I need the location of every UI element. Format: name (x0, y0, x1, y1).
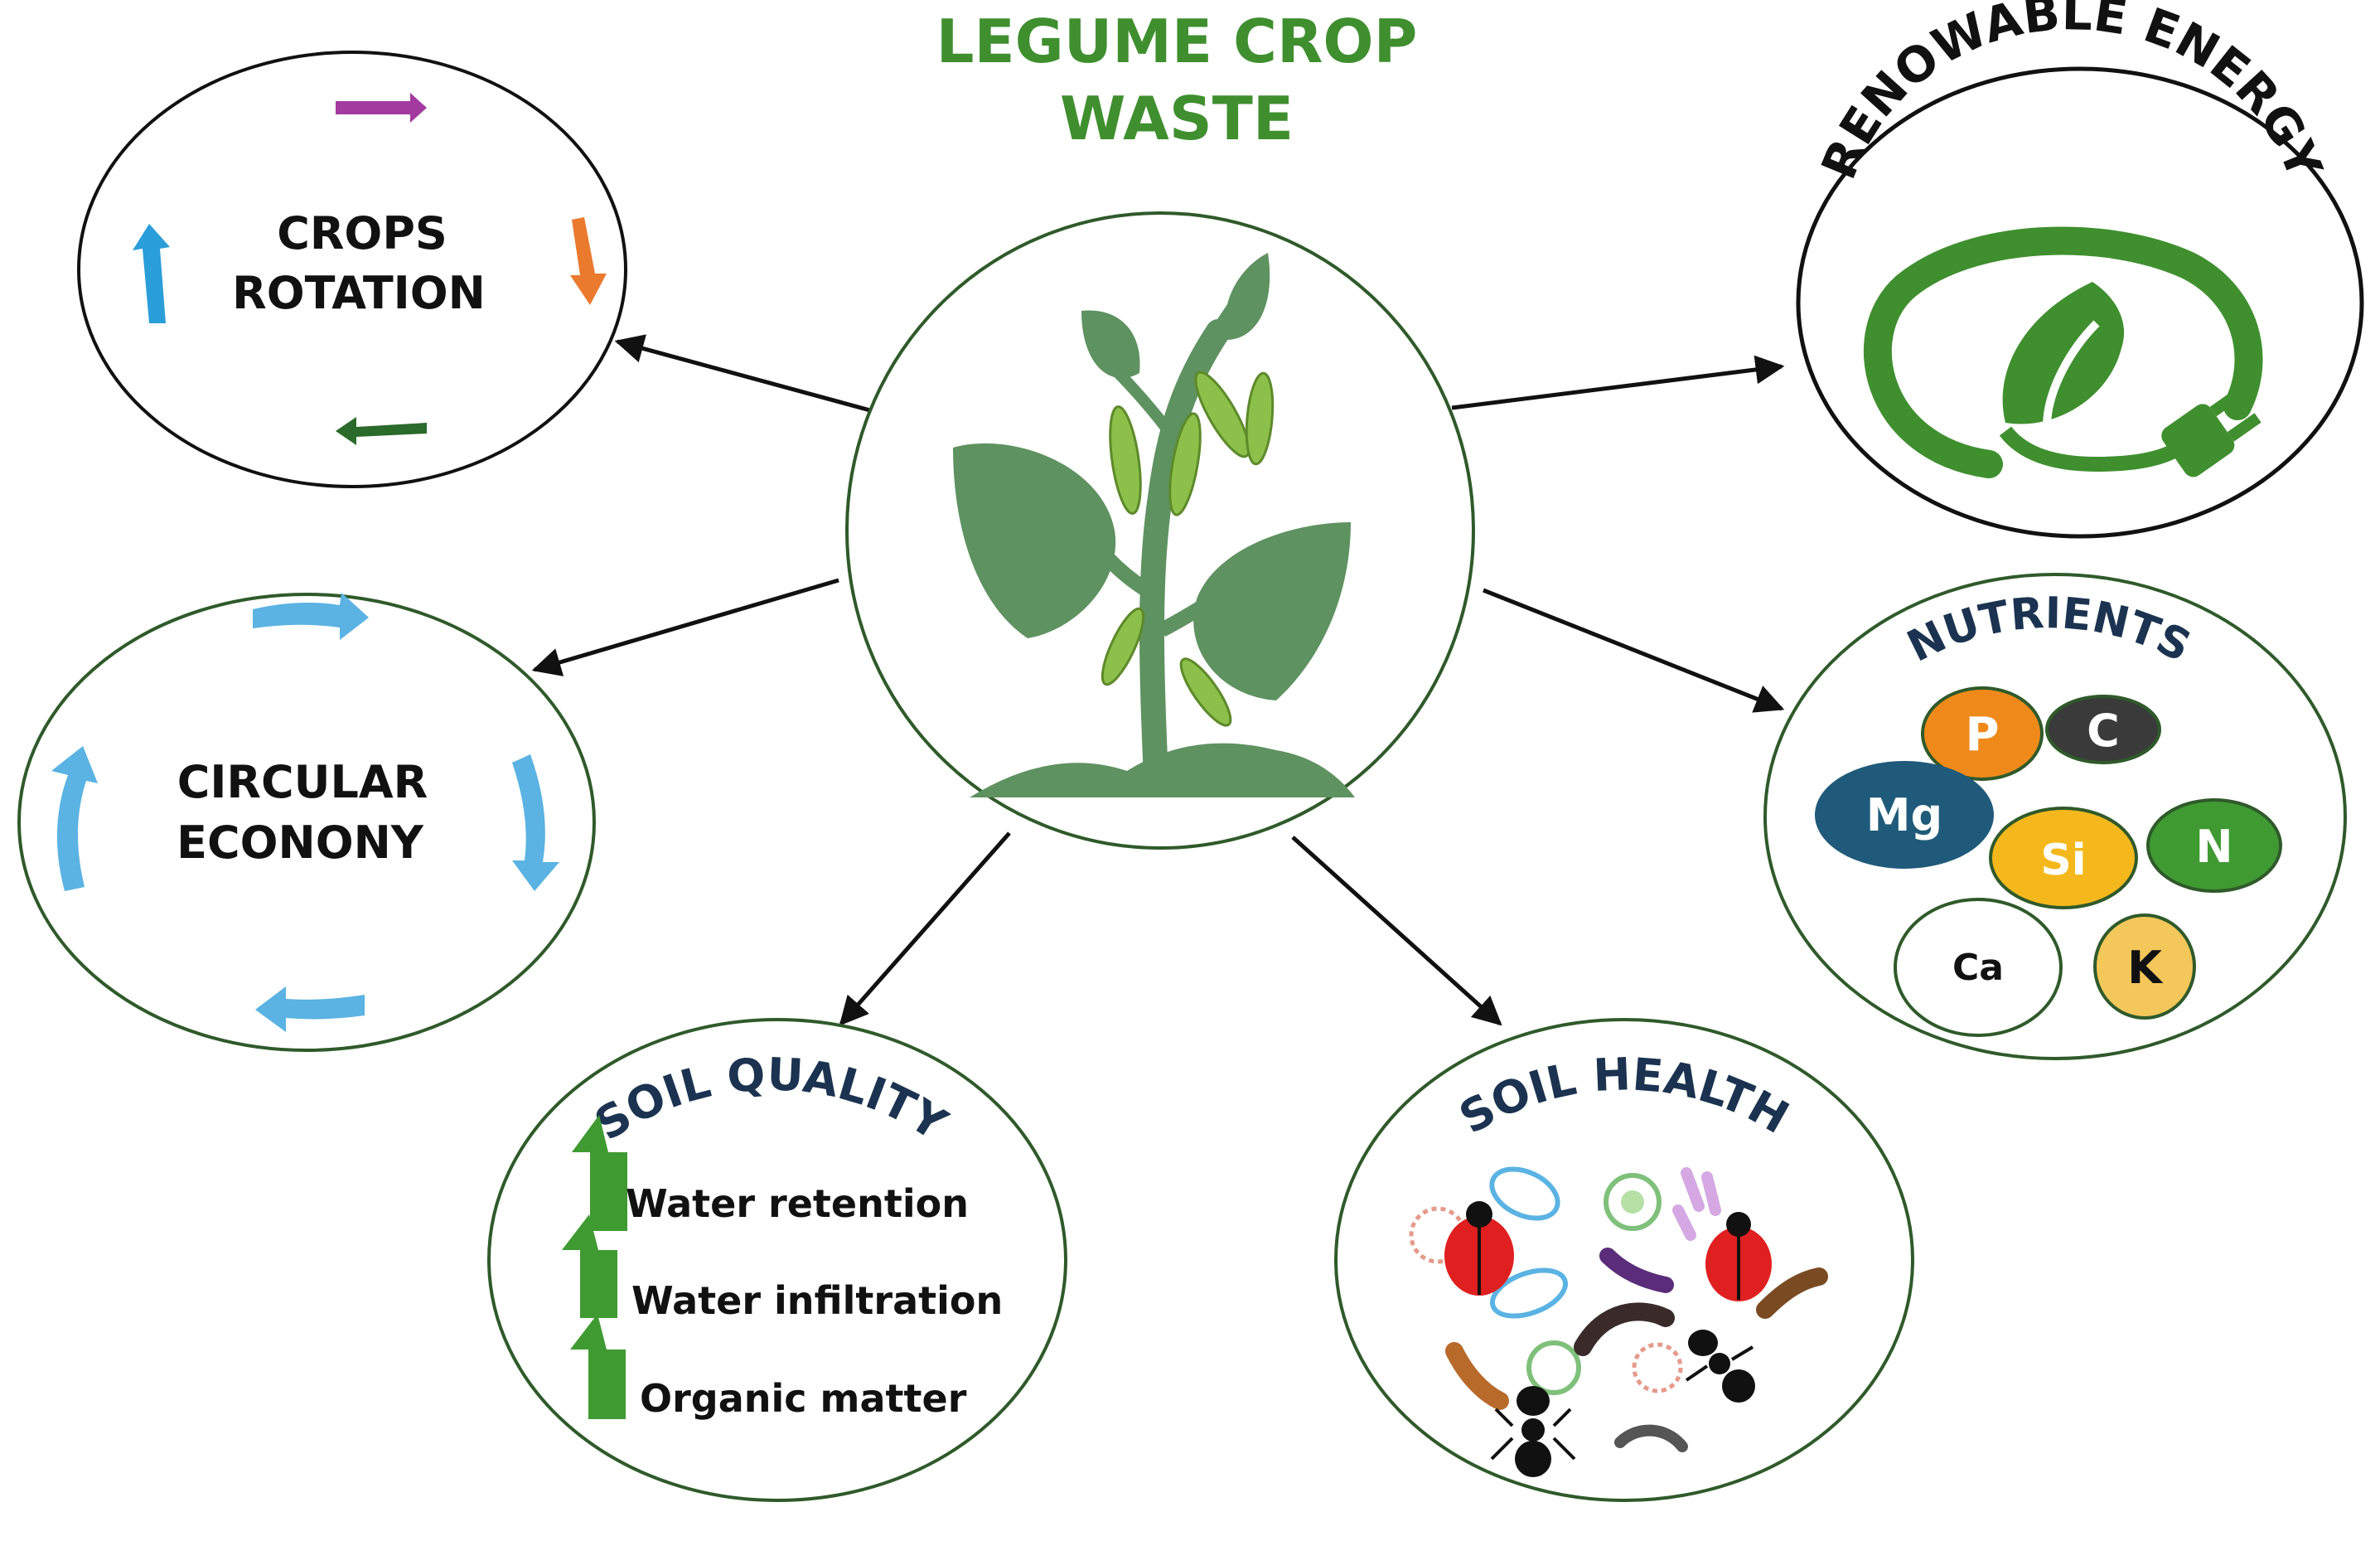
nutrient-symbol-n: N (2195, 821, 2232, 873)
arrow-to-soil-health (1291, 836, 1502, 1026)
soil-health-node: SOIL HEALTH (1334, 1018, 1914, 1502)
nutrient-symbol-si: Si (2040, 836, 2086, 885)
nutrient-element: N (2146, 798, 2282, 893)
crops-rotation-circle (77, 51, 627, 488)
arrow-to-nutrients (1483, 588, 1785, 713)
arrow-to-soil-quality (839, 831, 1011, 1026)
title-line-2: WASTE (1060, 84, 1294, 153)
nutrient-symbol-c: C (2087, 705, 2120, 757)
soil-organisms-icon (1409, 1166, 1828, 1477)
crops-rotation-label-1: CROPS (277, 207, 447, 259)
connector-arrows (531, 334, 1785, 1026)
nutrient-element: C (2045, 695, 2161, 764)
nutrient-element: P (1921, 686, 2044, 781)
legume-plant-icon (953, 253, 1355, 797)
nutrient-element: Si (1989, 807, 2138, 909)
nutrient-symbol-ca: Ca (1952, 947, 2004, 989)
cycle-arrows-icon (51, 593, 559, 1032)
circular-economy-circle (17, 593, 596, 1052)
center-node (845, 211, 1475, 850)
soil-quality-item: Water infiltration (631, 1278, 1003, 1323)
arrow-to-renewable-energy (1451, 355, 1785, 410)
title-line-1: LEGUME CROP (936, 7, 1418, 76)
nutrient-element: Mg (1815, 761, 1994, 869)
circular-economy-node: CIRCULAR ECONONY (17, 593, 596, 1052)
arrow-to-circular-economy (531, 578, 839, 676)
nutrient-symbol-mg: Mg (1866, 789, 1942, 841)
circular-economy-label-1: CIRCULAR (177, 756, 428, 808)
rotation-arrows-icon (133, 93, 607, 445)
soil-quality-circle (487, 1018, 1067, 1502)
nutrient-symbol-k: K (2127, 942, 2164, 994)
leaf-plug-icon (1863, 226, 2263, 478)
crops-rotation-label-2: ROTATION (232, 267, 486, 319)
nutrients-node: NUTRIENTS P C Mg Si N Ca K (1763, 573, 2347, 1060)
arrow-to-crops-rotation (614, 334, 871, 413)
circular-economy-label-2: ECONONY (177, 817, 424, 869)
soil-quality-node: SOIL QUALITY Water retention Water infil… (487, 1018, 1067, 1502)
up-arrow-icon (562, 1115, 627, 1419)
nutrient-element: Ca (1894, 898, 2063, 1037)
nutrient-element: K (2093, 913, 2196, 1020)
renewable-energy-node: RENOWABLE ENERGY (1796, 0, 2364, 539)
soil-quality-item: Water retention (626, 1181, 969, 1226)
nutrient-symbol-p: P (1965, 708, 1999, 762)
crops-rotation-node: CROPS ROTATION (77, 51, 627, 488)
soil-quality-item: Organic matter (640, 1376, 967, 1421)
